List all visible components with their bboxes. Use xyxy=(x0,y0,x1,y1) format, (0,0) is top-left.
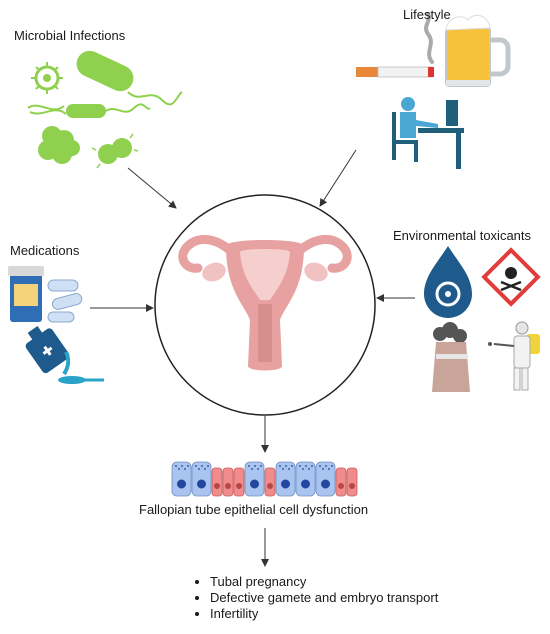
cilia-dot xyxy=(260,465,262,467)
cilia-dot xyxy=(204,468,206,470)
cell-nucleus xyxy=(236,483,242,489)
computer-work-icon xyxy=(392,97,464,169)
cilia-dot xyxy=(248,465,250,467)
cilia-dot xyxy=(331,465,333,467)
capsule-icon xyxy=(47,279,83,323)
cilia-dot xyxy=(282,468,284,470)
cilia-dot xyxy=(322,468,324,470)
outcomes-list: Tubal pregnancy Defective gamete and emb… xyxy=(190,574,438,622)
beer-mug-icon xyxy=(445,14,511,87)
smoke-icon xyxy=(424,12,434,64)
cilia-dot xyxy=(257,468,259,470)
outcome-item: Tubal pregnancy xyxy=(210,574,438,590)
cilia-dot xyxy=(254,465,256,467)
ciliated-cell xyxy=(244,461,265,497)
cilia-dot xyxy=(198,468,200,470)
arrow-lifestyle xyxy=(319,149,357,207)
cilia-dot xyxy=(251,468,253,470)
syrup-icon xyxy=(25,326,104,384)
cilia-dot xyxy=(308,468,310,470)
outcome-item: Infertility xyxy=(210,606,438,622)
cilia-dot xyxy=(319,465,321,467)
cilia-dot xyxy=(291,465,293,467)
ciliated-cell xyxy=(275,461,296,497)
medications-icon xyxy=(8,266,104,384)
lifestyle-icon xyxy=(356,12,511,169)
cigarette-icon xyxy=(356,66,434,78)
diplococci-icon xyxy=(91,133,139,169)
secretory-cell xyxy=(222,467,234,497)
arrows xyxy=(90,149,415,567)
secretory-cell xyxy=(233,467,245,497)
cell-nucleus xyxy=(250,479,259,489)
epithelium-cells xyxy=(171,461,358,497)
pesticide-sprayer-icon xyxy=(488,321,540,391)
microbial-infections-label: Microbial Infections xyxy=(14,28,126,43)
flagellated-bacterium-icon xyxy=(27,103,151,118)
ciliated-cell xyxy=(171,461,192,497)
environmental-icon xyxy=(424,246,541,392)
medications-label: Medications xyxy=(10,243,80,258)
toxic-sign-icon xyxy=(481,247,541,307)
cell-nucleus xyxy=(281,479,290,489)
secretory-cell xyxy=(346,467,358,497)
ciliated-cell xyxy=(191,461,212,497)
arrow-microbial xyxy=(127,167,177,209)
cilia-dot xyxy=(187,465,189,467)
cilia-dot xyxy=(311,465,313,467)
environmental-toxicants-label: Environmental toxicants xyxy=(393,228,532,243)
ciliated-cell xyxy=(315,461,336,497)
cilia-dot xyxy=(184,468,186,470)
cilia-dot xyxy=(178,468,180,470)
cocci-cluster-icon xyxy=(38,126,80,164)
cilia-dot xyxy=(175,465,177,467)
cell-nucleus xyxy=(197,479,206,489)
microbes-icon xyxy=(27,50,183,169)
factory-icon xyxy=(432,322,470,392)
cilia-dot xyxy=(195,465,197,467)
cilia-dot xyxy=(181,465,183,467)
cell-nucleus xyxy=(349,483,355,489)
uterus-icon xyxy=(178,235,352,371)
bacillus-icon xyxy=(76,50,183,106)
cell-nucleus xyxy=(267,483,273,489)
cilia-dot xyxy=(285,465,287,467)
cell-nucleus xyxy=(177,479,186,489)
secretory-cell xyxy=(335,467,347,497)
biohazard-drop-icon xyxy=(424,246,472,318)
epithelial-dysfunction-label: Fallopian tube epithelial cell dysfuncti… xyxy=(139,502,369,517)
cilia-dot xyxy=(328,468,330,470)
pill-bottle-icon xyxy=(8,266,44,322)
lifestyle-label: Lifestyle xyxy=(403,7,451,22)
cilia-dot xyxy=(207,465,209,467)
virus-icon xyxy=(31,62,63,94)
cilia-dot xyxy=(288,468,290,470)
cell-nucleus xyxy=(225,483,231,489)
cilia-dot xyxy=(302,468,304,470)
secretory-cell xyxy=(211,467,223,497)
cell-nucleus xyxy=(214,483,220,489)
secretory-cell xyxy=(264,467,276,497)
cilia-dot xyxy=(279,465,281,467)
cell-nucleus xyxy=(321,479,330,489)
cilia-dot xyxy=(201,465,203,467)
cilia-dot xyxy=(305,465,307,467)
cell-nucleus xyxy=(301,479,310,489)
cell-nucleus xyxy=(338,483,344,489)
ciliated-cell xyxy=(295,461,316,497)
outcome-item: Defective gamete and embryo transport xyxy=(210,590,438,606)
cilia-dot xyxy=(299,465,301,467)
cilia-dot xyxy=(325,465,327,467)
